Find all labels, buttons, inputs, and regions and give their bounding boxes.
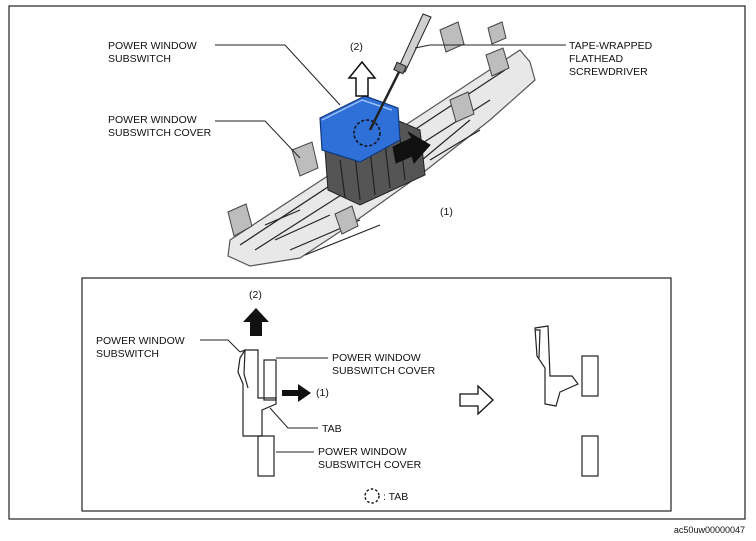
inset-label-subswitch-line1: POWER WINDOW	[96, 335, 185, 347]
legend-tab-symbol	[364, 488, 380, 504]
top-figure: POWER WINDOW SUBSWITCH POWER WINDOW SUBS…	[108, 13, 653, 267]
inset-label-step2: (2)	[249, 289, 262, 301]
svg-text:FLATHEAD: FLATHEAD	[569, 53, 623, 65]
legend-tab-text: : TAB	[383, 491, 408, 503]
svg-text:POWER WINDOW: POWER WINDOW	[108, 114, 197, 126]
label-subswitch-line2: SUBSWITCH	[108, 53, 171, 65]
inset-frame	[81, 277, 672, 512]
svg-text:SUBSWITCH COVER: SUBSWITCH COVER	[318, 459, 422, 471]
cross-section-before	[237, 349, 277, 437]
inset-label-cover-lower-line2: SUBSWITCH COVER	[318, 459, 422, 471]
inset-label-cover-upper-line1: POWER WINDOW	[332, 352, 421, 364]
svg-text:POWER WINDOW: POWER WINDOW	[96, 335, 185, 347]
svg-text:SUBSWITCH COVER: SUBSWITCH COVER	[332, 365, 436, 377]
svg-text:SUBSWITCH: SUBSWITCH	[108, 53, 171, 65]
inset-arrow-right	[282, 384, 311, 402]
transition-arrow	[459, 384, 494, 416]
label-cover-line2: SUBSWITCH COVER	[108, 127, 212, 139]
svg-text:SUBSWITCH COVER: SUBSWITCH COVER	[108, 127, 212, 139]
cover-lower-piece	[257, 435, 275, 477]
arrow-push-right	[392, 131, 431, 165]
inset-label-cover-upper-line2: SUBSWITCH COVER	[332, 365, 436, 377]
label-screwdriver-line2: FLATHEAD	[569, 53, 623, 65]
inset-label-tab: TAB	[322, 423, 342, 435]
tab-marker	[353, 119, 381, 147]
label-screwdriver-line1: TAPE-WRAPPED	[569, 40, 653, 52]
inset-figure: (2) (1) POWER WINDOW SUBSWITCH POWER WIN…	[81, 277, 672, 512]
label-step2-top: (2)	[350, 41, 363, 53]
svg-text:TAPE-WRAPPED: TAPE-WRAPPED	[569, 40, 653, 52]
svg-text:SUBSWITCH: SUBSWITCH	[96, 348, 159, 360]
label-cover-line1: POWER WINDOW	[108, 114, 197, 126]
svg-text:POWER WINDOW: POWER WINDOW	[108, 40, 197, 52]
outer-frame	[8, 5, 746, 520]
svg-text:SCREWDRIVER: SCREWDRIVER	[569, 66, 648, 78]
flathead-screwdriver	[368, 13, 432, 131]
label-step1-top: (1)	[440, 206, 453, 218]
inset-arrow-up	[243, 308, 269, 336]
inset-label-subswitch-line2: SUBSWITCH	[96, 348, 159, 360]
arrow-lift-up	[347, 60, 377, 97]
label-screwdriver-line3: SCREWDRIVER	[569, 66, 648, 78]
figure-id: ac50uw00000047	[674, 525, 745, 535]
inset-label-step1: (1)	[316, 387, 329, 399]
label-subswitch-line1: POWER WINDOW	[108, 40, 197, 52]
svg-text:POWER WINDOW: POWER WINDOW	[332, 352, 421, 364]
cross-section-after	[534, 325, 599, 477]
inset-label-cover-lower-line1: POWER WINDOW	[318, 446, 407, 458]
svg-text:POWER WINDOW: POWER WINDOW	[318, 446, 407, 458]
